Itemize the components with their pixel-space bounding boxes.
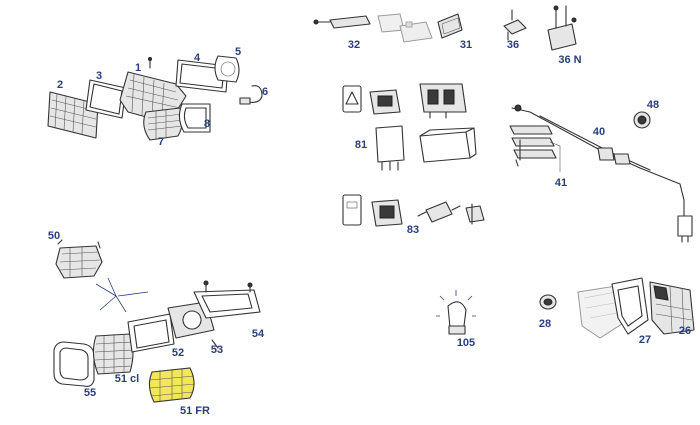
label-83[interactable]: 83: [407, 224, 419, 236]
part-5-headlamp-trim[interactable]: [214, 55, 240, 83]
label-53[interactable]: 53: [211, 344, 223, 356]
part-81-relay[interactable]: [375, 125, 405, 171]
label-8[interactable]: 8: [204, 118, 210, 130]
part-27-tail-lamp-seal[interactable]: [611, 277, 649, 335]
part-8-fog-frame[interactable]: [178, 103, 211, 133]
part-36-switch[interactable]: [503, 9, 527, 41]
part-105-bulb[interactable]: [436, 290, 476, 335]
label-26[interactable]: 26: [679, 325, 691, 337]
part-relay-large[interactable]: [419, 127, 477, 163]
label-55[interactable]: 55: [84, 387, 96, 399]
part-36n-switch[interactable]: [547, 5, 577, 51]
label-52[interactable]: 52: [172, 347, 184, 359]
part-connector-small[interactable]: [465, 203, 485, 225]
label-54[interactable]: 54: [252, 328, 265, 340]
label-2[interactable]: 2: [57, 79, 63, 91]
part-3-headlamp-seal[interactable]: [85, 79, 127, 119]
part-2-headlamp-lens[interactable]: [47, 91, 99, 139]
label-48[interactable]: 48: [647, 99, 659, 111]
label-7[interactable]: 7: [158, 136, 164, 148]
part-50-fog-lamp[interactable]: [55, 239, 103, 279]
label-40[interactable]: 40: [593, 126, 605, 138]
label-51cl[interactable]: 51 cl: [115, 373, 139, 385]
label-31[interactable]: 31: [460, 39, 472, 51]
part-32-interior-lamp[interactable]: [313, 15, 371, 29]
part-6-headlamp-wire-hook[interactable]: [239, 85, 263, 105]
part-52-fog-lamp-housing[interactable]: [127, 313, 175, 353]
label-4[interactable]: 4: [194, 52, 201, 64]
label-28[interactable]: 28: [539, 318, 551, 330]
label-36[interactable]: 36: [507, 39, 519, 51]
part-rear-fog-switch[interactable]: [342, 194, 362, 226]
part-hazard-switch[interactable]: [342, 85, 362, 113]
part-40-wiring-harness[interactable]: [511, 104, 693, 243]
label-105[interactable]: 105: [457, 337, 475, 349]
part-41-plate-lamp-set[interactable]: [509, 125, 561, 172]
label-50[interactable]: 50: [48, 230, 60, 242]
label-5[interactable]: 5: [235, 46, 241, 58]
part-51cl-fog-lens-clear[interactable]: [92, 333, 135, 375]
part-switch-panel[interactable]: [419, 83, 467, 119]
label-3[interactable]: 3: [96, 70, 102, 82]
part-55-fog-lamp-frame[interactable]: [53, 341, 95, 387]
label-81[interactable]: 81: [355, 139, 367, 151]
part-28-grommet[interactable]: [539, 294, 557, 310]
label-6[interactable]: 6: [262, 86, 268, 98]
label-27[interactable]: 27: [639, 334, 651, 346]
label-41[interactable]: 41: [555, 177, 567, 189]
part-switch-housing[interactable]: [369, 89, 401, 115]
part-54-fog-lamp-bracket[interactable]: [193, 280, 261, 319]
part-51fr-fog-lens-yellow[interactable]: [148, 367, 196, 403]
part-switch-grey: [377, 13, 405, 33]
label-36n[interactable]: 36 N: [558, 54, 581, 66]
mounting-bracket-lines: [95, 277, 149, 313]
part-48-grommet[interactable]: [633, 111, 651, 129]
label-32[interactable]: 32: [348, 39, 360, 51]
part-83-bulb-socket[interactable]: [417, 201, 461, 223]
part-26-tail-lamp-housing[interactable]: [649, 281, 695, 335]
part-switch-housing-2[interactable]: [371, 199, 403, 227]
label-1[interactable]: 1: [135, 62, 141, 74]
screw-small: [148, 57, 152, 69]
part-battery-box: [399, 21, 433, 43]
label-51fr[interactable]: 51 FR: [180, 405, 210, 417]
part-31-lamp-socket[interactable]: [437, 13, 463, 39]
